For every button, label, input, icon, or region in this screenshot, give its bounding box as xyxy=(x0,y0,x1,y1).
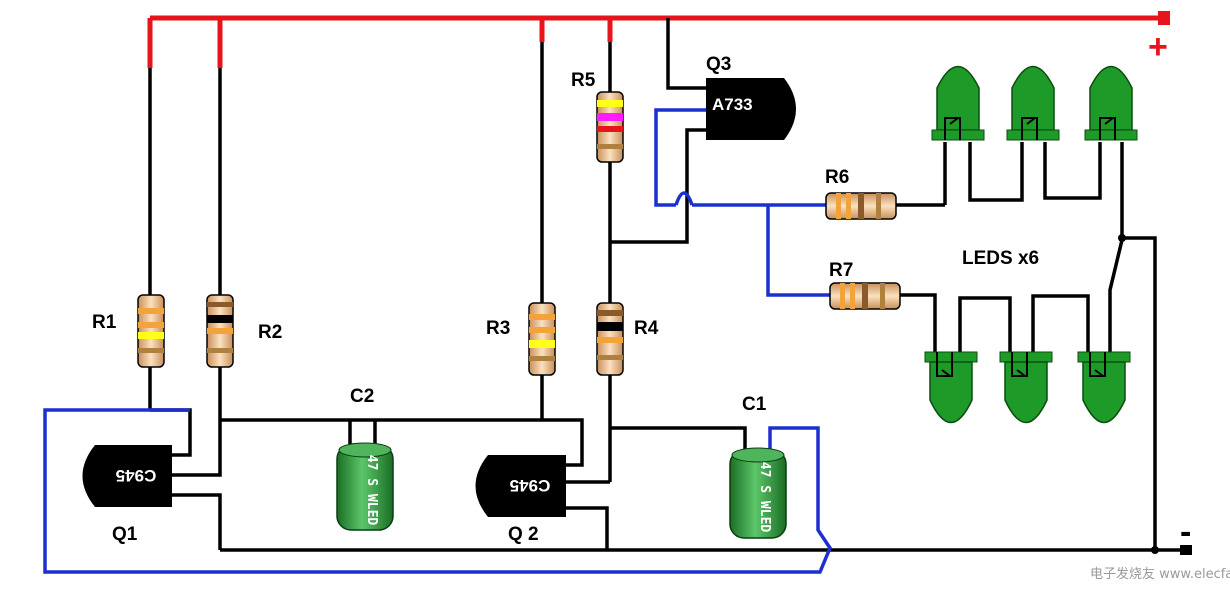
capacitor-c2: 47 S WLED xyxy=(336,442,394,531)
r3-label: R3 xyxy=(486,318,510,339)
led-lower-1 xyxy=(924,351,978,423)
c2-label: C2 xyxy=(350,386,374,407)
q1-marking: C945 xyxy=(116,466,157,485)
c2-marking: 47 S WLED xyxy=(364,455,379,526)
resistor-r4 xyxy=(596,302,624,376)
led-lower-2 xyxy=(999,351,1053,423)
q3-marking: A733 xyxy=(712,95,753,114)
r7-label: R7 xyxy=(829,260,853,281)
positive-terminal-label: + xyxy=(1148,28,1168,66)
transistor-q1: C945 xyxy=(82,445,172,507)
r1-label: R1 xyxy=(92,312,117,333)
resistor-r7 xyxy=(829,282,901,310)
led-upper-3 xyxy=(1084,66,1138,141)
resistor-r5 xyxy=(596,91,624,163)
capacitor-c1: 47 S WLED xyxy=(729,447,787,539)
resistor-r2 xyxy=(206,294,234,368)
transistor-q3: A733 xyxy=(706,78,796,140)
resistor-r6 xyxy=(825,192,897,220)
q2-label: Q 2 xyxy=(508,524,539,545)
r4-label: R4 xyxy=(634,318,659,339)
led-upper-1 xyxy=(931,66,985,141)
negative-terminal-label: - xyxy=(1180,513,1191,551)
leds-label: LEDS x6 xyxy=(962,248,1039,269)
led-lower-3 xyxy=(1077,351,1131,423)
wires xyxy=(148,18,1192,555)
c1-label: C1 xyxy=(742,394,767,415)
q2-marking: C945 xyxy=(510,476,551,495)
q1-label: Q1 xyxy=(112,524,138,545)
resistor-r1 xyxy=(137,294,165,368)
resistor-r3 xyxy=(528,302,556,376)
c1-marking: 47 S WLED xyxy=(757,462,772,533)
feedback-wires xyxy=(43,108,832,574)
r2-label: R2 xyxy=(258,322,282,343)
transistor-q2: C945 xyxy=(475,455,566,517)
led-upper-2 xyxy=(1006,66,1060,141)
positive-rail xyxy=(147,11,1170,68)
r5-label: R5 xyxy=(571,70,596,91)
r6-label: R6 xyxy=(825,167,849,188)
q3-label: Q3 xyxy=(706,54,731,75)
watermark: 电子发烧友 www.elecfans.com xyxy=(1090,566,1230,582)
